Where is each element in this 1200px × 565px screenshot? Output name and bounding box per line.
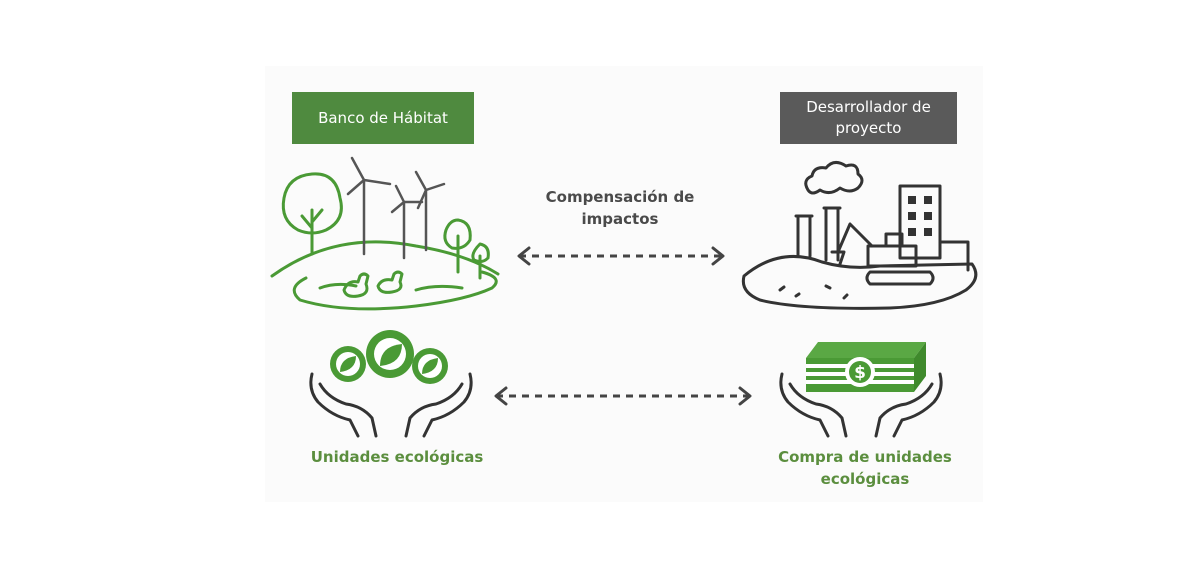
project-developer-label-line-1: Desarrollador de xyxy=(806,98,931,116)
impact-compensation-line-2: impactos xyxy=(581,210,659,228)
ecological-units-caption-text: Unidades ecológicas xyxy=(310,448,484,466)
project-developer-label: Desarrollador de proyecto xyxy=(780,92,957,144)
ecological-units-caption: Unidades ecológicas xyxy=(292,446,502,468)
habitat-bank-label: Banco de Hábitat xyxy=(292,92,474,144)
hands-holding-leaves-icon xyxy=(309,330,473,438)
industrial-site-icon xyxy=(741,161,978,310)
impact-compensation-label: Compensación de impactos xyxy=(520,186,720,230)
impact-compensation-line-1: Compensación de xyxy=(545,188,695,206)
double-dashed-arrow-icon xyxy=(517,246,725,266)
hands-holding-money-icon: $ xyxy=(779,342,943,438)
purchase-units-caption-line-2: ecológicas xyxy=(820,470,910,488)
currency-symbol: $ xyxy=(854,363,866,383)
purchase-units-caption: Compra de unidades ecológicas xyxy=(760,446,970,490)
habitat-landscape-icon xyxy=(270,156,500,311)
double-dashed-arrow-icon-lower xyxy=(494,386,752,406)
habitat-bank-label-text: Banco de Hábitat xyxy=(318,108,448,127)
purchase-units-caption-line-1: Compra de unidades xyxy=(778,448,952,466)
project-developer-label-line-2: proyecto xyxy=(835,119,902,137)
